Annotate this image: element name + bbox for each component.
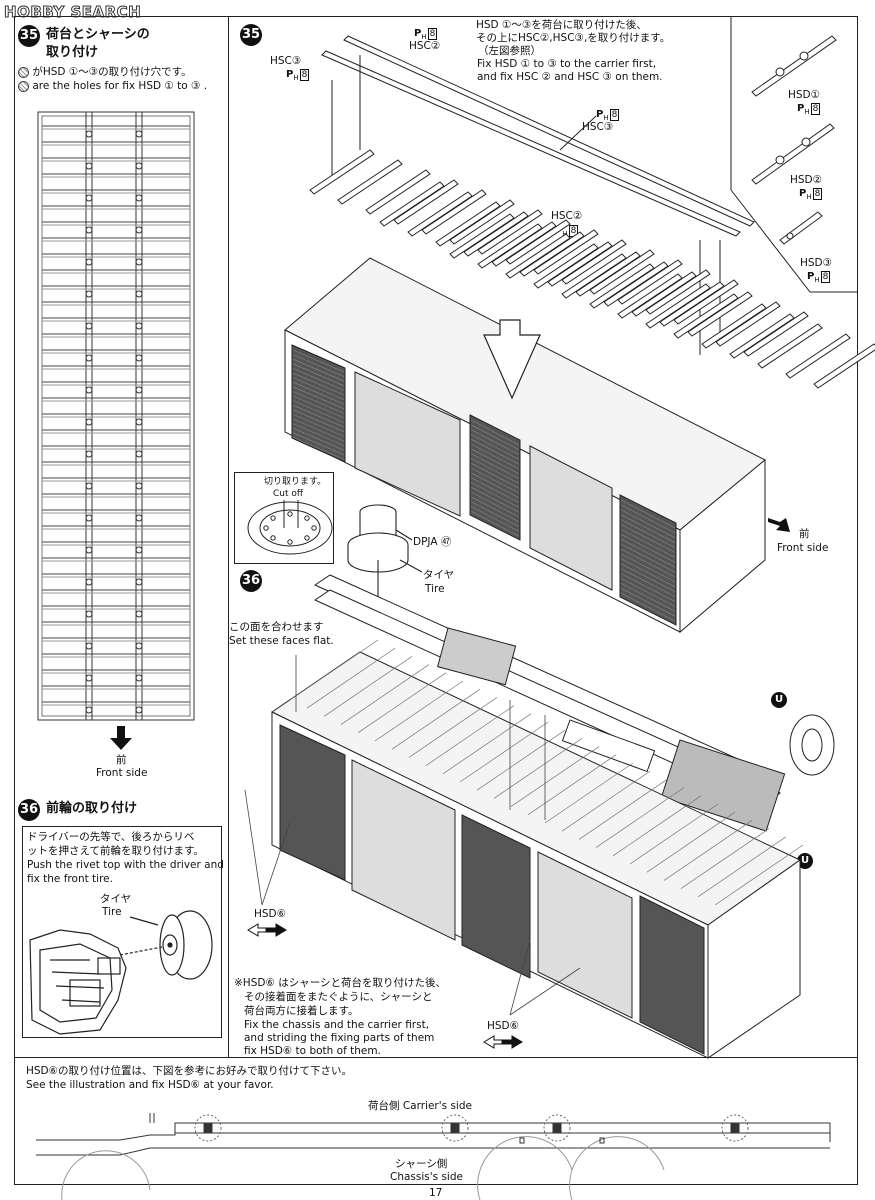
hsd-note-ja-3: （左図参照）	[478, 45, 541, 57]
hole-marker-icon	[18, 66, 29, 78]
hsd6-note-en-2: and striding the fixing parts of them	[244, 1032, 435, 1044]
step36-left-box	[22, 826, 222, 1038]
hsd-note-ja-1: HSD ①～③を荷台に取り付けた後、	[476, 19, 647, 31]
inset-hsd3-label: HSD③	[800, 257, 833, 269]
step35-left-header: 35	[18, 24, 40, 47]
step36-left-title: 前輪の取り付け	[46, 801, 138, 816]
hsd-note-ja-2: その上にHSC②,HSC③,を取り付けます。	[476, 32, 671, 44]
step35-left-title-1: 荷台とシャーシの	[46, 27, 150, 42]
hsd6-label-right: HSD⑥	[487, 1020, 520, 1032]
hsd6-label-left: HSD⑥	[254, 908, 287, 920]
hsc3-left-label: HSC③	[270, 55, 302, 67]
logo-h: H	[3, 3, 18, 22]
hsd6-note-en-1: Fix the chassis and the carrier first,	[244, 1019, 430, 1031]
inset-hsd2-label: HSD②	[790, 174, 823, 186]
page-number: 17	[429, 1187, 443, 1199]
note-en-text: are the holes for fix HSD ① to ③ .	[32, 80, 208, 92]
hsd6-note-ja-1: ※HSD⑥ はシャーシと荷台を取り付けた後、	[234, 977, 446, 989]
flat-note-en: Set these faces flat.	[229, 635, 334, 647]
step-number-badge: 36	[240, 570, 262, 592]
note-ja-text: がHSD ①～③の取り付け穴です。	[32, 66, 192, 78]
chassis-side-ja: シャーシ側	[395, 1158, 448, 1170]
step35-main-header: 35	[240, 23, 262, 46]
step36-note-ja-2: ットを押さえて前輪を取り付けます。	[27, 845, 204, 857]
step-number-badge: 35	[18, 25, 40, 47]
cutoff-en: Cut off	[273, 489, 304, 499]
hsd6-note-ja-3: 荷台両方に接着します。	[244, 1005, 359, 1017]
hsd-note-en-1: Fix HSD ① to ③ to the carrier first,	[477, 58, 657, 70]
carrier-side-label: 荷台側 Carrier's side	[368, 1100, 472, 1112]
step36-tire-ja: タイヤ	[100, 893, 132, 905]
main-tire-ja: タイヤ	[423, 569, 455, 581]
step36-note-ja-1: ドライバーの先等で、後ろからリベ	[27, 831, 195, 843]
dpja-label: DPJA ㊼	[413, 536, 452, 548]
hsc3-right-label: HSC③	[582, 121, 614, 133]
main-tire-en: Tire	[425, 583, 445, 595]
step35-left-title-2: 取り付け	[46, 45, 99, 60]
bottom-note-en: See the illustration and fix HSD⑥ at you…	[26, 1079, 274, 1091]
chassis-side-en: Chassis's side	[390, 1171, 463, 1183]
hsc2-top-label: HSC②	[409, 40, 441, 52]
step36-left-header: 36	[18, 798, 40, 821]
step35-left-note-ja: がHSD ①～③の取り付け穴です。	[18, 66, 192, 79]
step36-main-header: 36	[240, 569, 262, 592]
left-front-en: Front side	[96, 767, 148, 779]
step36-tire-en: Tire	[102, 906, 122, 918]
step35-left-note-en: are the holes for fix HSD ① to ③ .	[18, 80, 207, 93]
hsd6-note-en-3: fix HSD⑥ to both of them.	[244, 1045, 381, 1057]
step-number-badge: 35	[240, 24, 262, 46]
hole-marker-icon	[18, 80, 29, 92]
main-front-ja: 前	[799, 528, 810, 540]
step-number-badge: 36	[18, 799, 40, 821]
flat-note-ja: この面を合わせます	[229, 621, 324, 633]
hsc2-mid-label: HSC②	[551, 210, 583, 222]
main-front-en: Front side	[777, 542, 829, 554]
step36-note-en-1: Push the rivet top with the driver and	[27, 859, 224, 871]
left-front-ja: 前	[116, 754, 127, 766]
step36-note-en-2: fix the front tire.	[27, 873, 113, 885]
bottom-note-ja: HSD⑥の取り付け位置は、下図を参考にお好みで取り付けて下さい。	[26, 1065, 353, 1077]
hsd6-note-ja-2: その接着面をまたぐように、シャーシと	[244, 991, 433, 1003]
inset-hsd1-label: HSD①	[788, 89, 821, 101]
hsd-note-en-2: and fix HSC ② and HSC ③ on them.	[477, 71, 663, 83]
u-marker-top: U	[771, 692, 787, 708]
u-marker-bottom: U	[797, 853, 813, 869]
